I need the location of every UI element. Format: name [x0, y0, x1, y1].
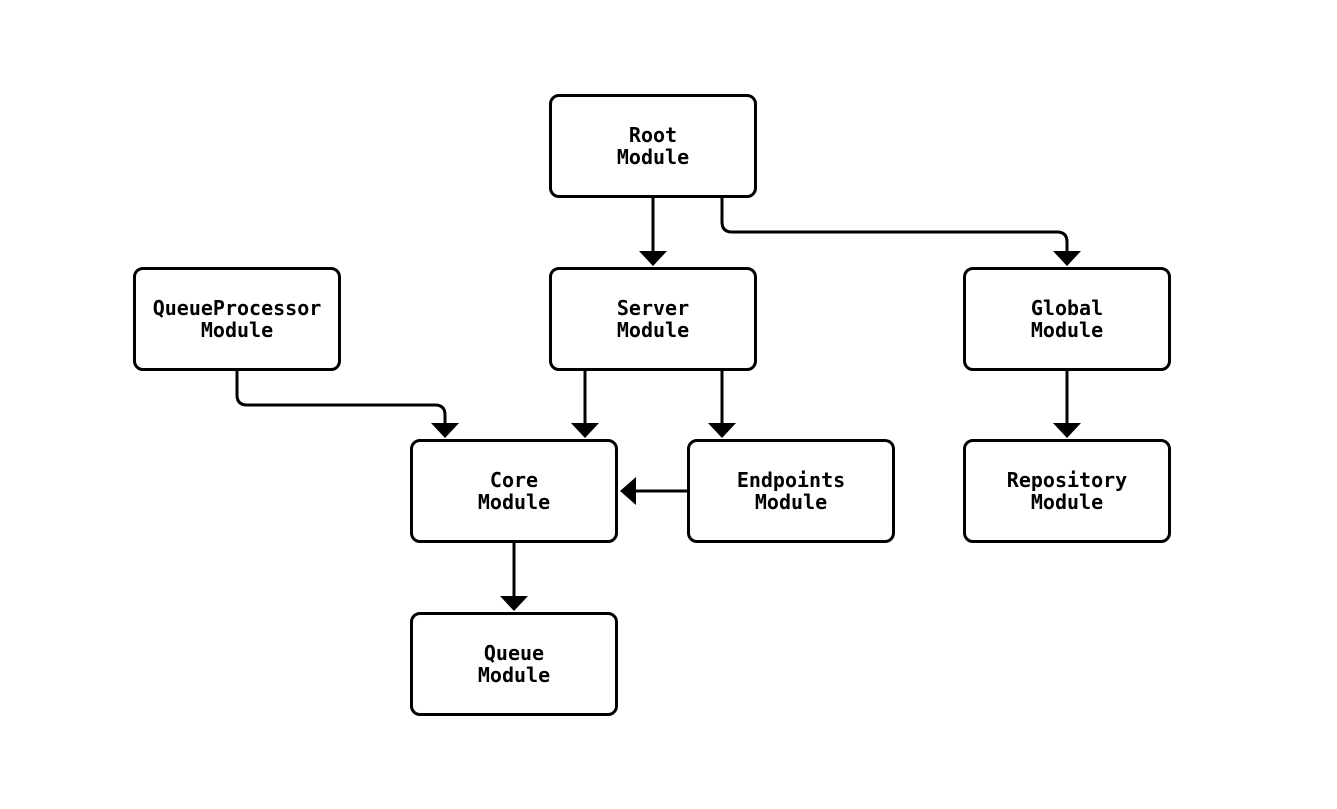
- node-root-module: Root Module: [549, 94, 757, 198]
- edge-global-to-repository: [1053, 371, 1081, 438]
- node-queueprocessor-module: QueueProcessor Module: [133, 267, 341, 371]
- arrowhead-icon: [431, 423, 459, 438]
- arrowhead-icon: [571, 423, 599, 438]
- arrowhead-icon: [1053, 423, 1081, 438]
- edge-root-to-global: [720, 198, 1081, 266]
- arrowhead-icon: [500, 596, 528, 611]
- arrowhead-icon: [1053, 251, 1081, 266]
- edge-queueprocessor-to-core: [235, 371, 459, 438]
- arrowhead-icon: [620, 477, 636, 505]
- edge-root-to-server: [639, 198, 667, 266]
- node-queue-module: Queue Module: [410, 612, 618, 716]
- arrowhead-icon: [639, 251, 667, 266]
- edge-server-to-endpoints: [708, 371, 736, 438]
- node-core-module: Core Module: [410, 439, 618, 543]
- arrowhead-icon: [708, 423, 736, 438]
- edge-core-to-queue: [500, 543, 528, 611]
- node-global-module: Global Module: [963, 267, 1171, 371]
- edge-endpoints-to-core: [620, 477, 687, 505]
- edge-server-to-core: [571, 371, 599, 438]
- node-server-module: Server Module: [549, 267, 757, 371]
- node-repository-module: Repository Module: [963, 439, 1171, 543]
- node-endpoints-module: Endpoints Module: [687, 439, 895, 543]
